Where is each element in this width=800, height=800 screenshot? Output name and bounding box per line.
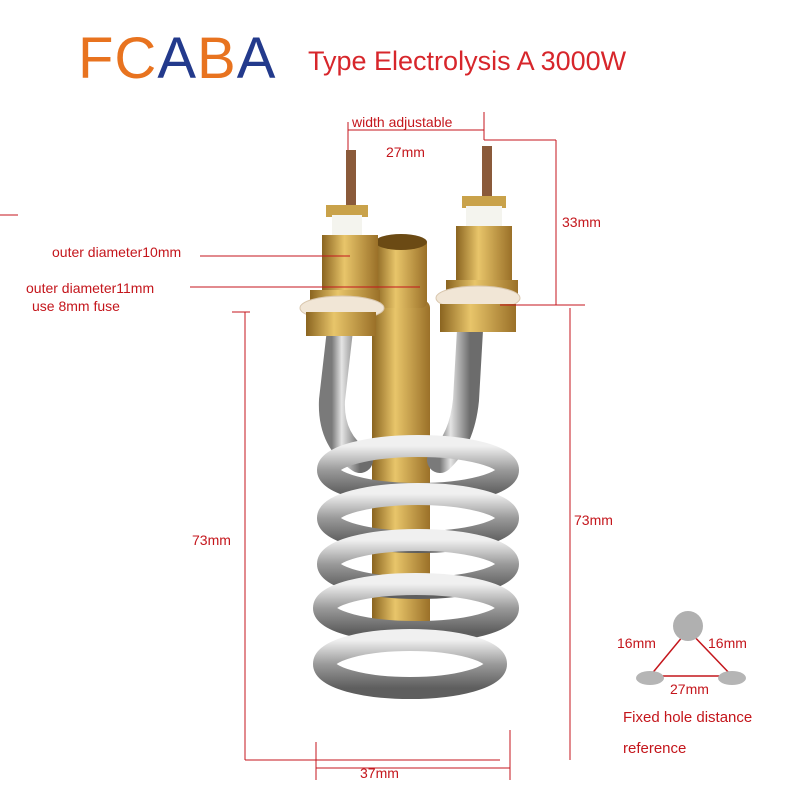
brand-logo-part-a: A xyxy=(157,26,198,91)
label-terminal-height: 33mm xyxy=(562,214,601,230)
label-outer-diameter-11: outer diameter11mm xyxy=(26,280,155,296)
hole-distance-diagram xyxy=(636,611,746,685)
label-width-adjustable: width adjustable xyxy=(352,114,453,130)
label-bottom-width: 37mm xyxy=(360,765,399,781)
label-outer-diameter-10: outer diameter10mm xyxy=(52,244,182,260)
label-hole-bottom: 27mm xyxy=(670,681,709,697)
left-terminal xyxy=(299,150,385,336)
brand-logo-part-fc: FC xyxy=(78,26,158,91)
label-right-height: 73mm xyxy=(574,512,613,528)
right-terminal xyxy=(435,146,521,332)
dimension-lines xyxy=(0,112,585,780)
label-top-width: 27mm xyxy=(386,144,425,160)
label-hole-right: 16mm xyxy=(708,635,747,651)
label-hole-left: 16mm xyxy=(617,635,656,651)
product-title: Type Electrolysis A 3000W xyxy=(308,46,627,76)
brand-logo: FCABA xyxy=(78,30,276,88)
label-fuse-note: use 8mm fuse xyxy=(32,298,120,314)
label-left-height: 73mm xyxy=(192,532,231,548)
brand-logo-part-a2: A xyxy=(236,26,277,91)
label-hole-caption-1: Fixed hole distance xyxy=(623,709,753,726)
center-brass-tube xyxy=(372,234,430,630)
label-hole-caption-2: reference xyxy=(623,740,687,757)
brand-logo-part-b: B xyxy=(197,26,237,91)
steel-coils xyxy=(313,435,519,699)
